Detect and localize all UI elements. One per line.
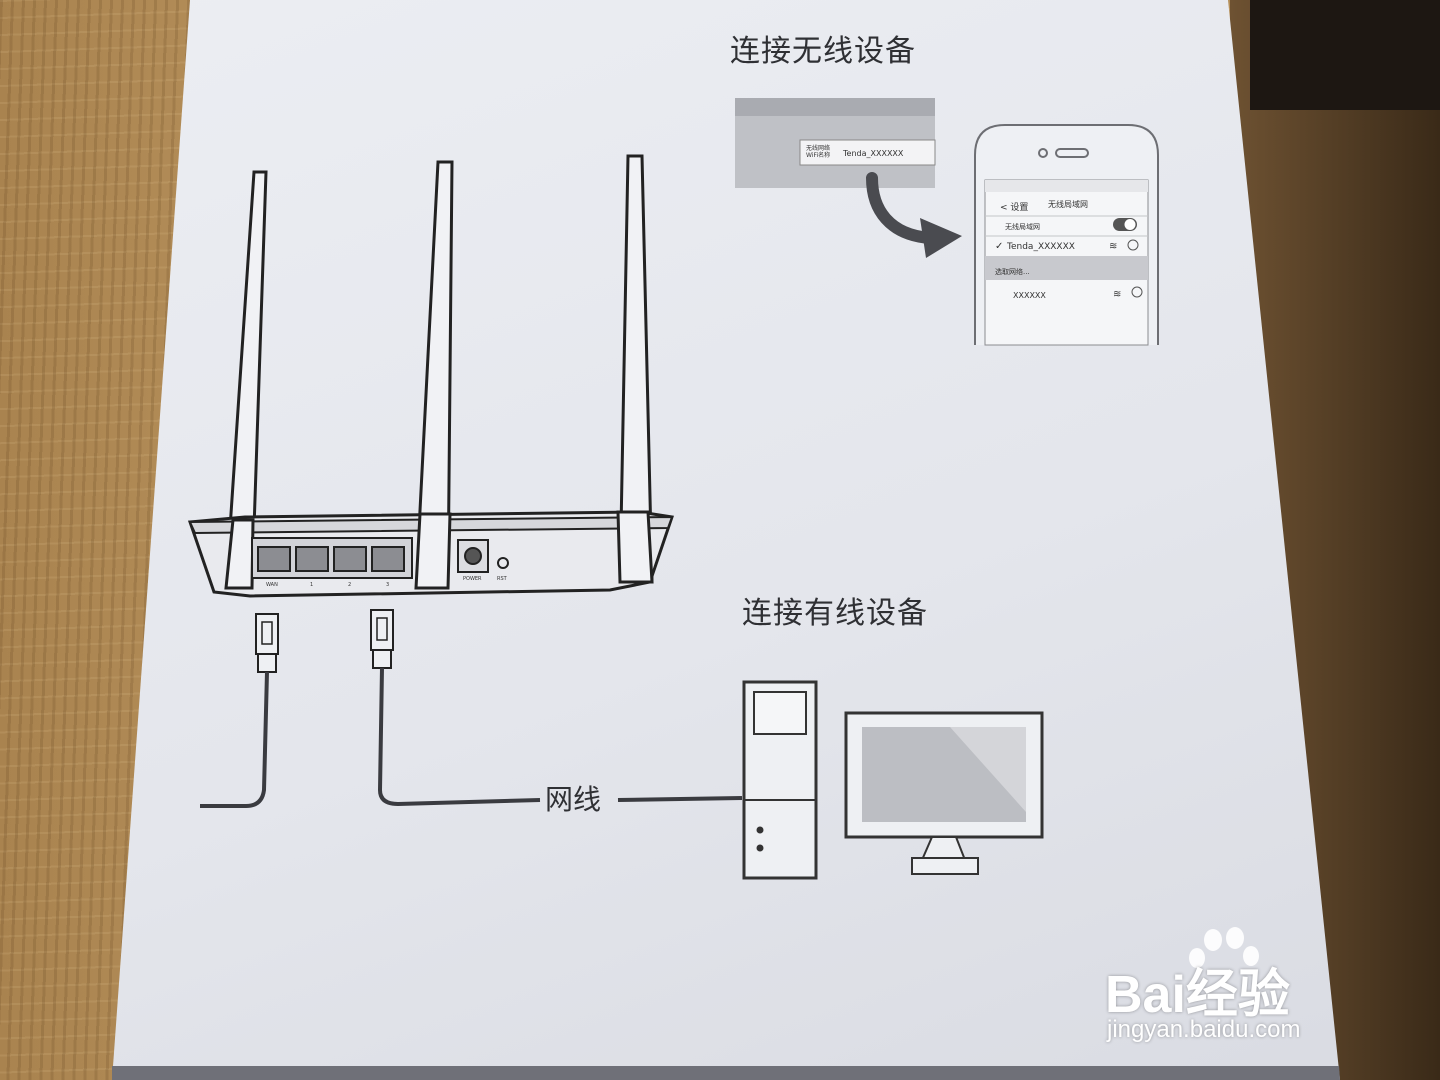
cable-label: 网线 (545, 783, 602, 816)
cable-to-pc (617, 796, 743, 802)
phone-nav-back: < 设置 (1000, 202, 1028, 213)
power-port-icon (457, 539, 489, 573)
watermark-brand: Bai经验 (1105, 966, 1290, 1024)
phone-connected-network: Tenda_XXXXXX (1006, 242, 1075, 252)
sticker-ssid: Tenda_XXXXXX (842, 149, 904, 158)
paw-logo-icon (1189, 927, 1259, 968)
port-label-wan: WAN (266, 582, 278, 588)
router: WAN 1 2 3 POWER RST (187, 154, 674, 598)
port-label-reset: RST (497, 576, 508, 582)
phone-speaker (1055, 148, 1089, 158)
heading-connect-wireless: 连接无线设备 (730, 34, 916, 69)
cable-left (200, 671, 269, 808)
ethernet-connector-right (370, 609, 394, 669)
info-icon-2 (1131, 286, 1143, 298)
reset-button-icon (497, 557, 509, 569)
phone-wlan-row: 无线局域网 (1005, 222, 1040, 231)
phone-camera-icon (1038, 148, 1048, 158)
smartphone: < 设置 无线局域网 无线局域网 ✓ Tenda_XXXXXX ≋ 选取网络..… (974, 124, 1159, 346)
sticker-field-label-2: WiFi名称 (806, 151, 830, 159)
ethernet-connector-left (255, 613, 279, 673)
phone-nav-title: 无线局域网 (1048, 199, 1088, 209)
phone-checkmark-icon: ✓ (995, 241, 1003, 252)
heading-connect-wired: 连接有线设备 (742, 596, 928, 631)
watermark-url: jingyan.baidu.com (1107, 1016, 1301, 1043)
curved-arrow-icon (866, 172, 962, 258)
sticker-field-label: 无线网络 WiFi名称 (806, 144, 832, 159)
dark-object-corner (1250, 0, 1440, 110)
router-label-sticker: 无线网络 WiFi名称 Tenda_XXXXXX (735, 98, 936, 188)
port-label-2: 2 (348, 582, 351, 588)
cable-right (377, 667, 541, 807)
phone-other-network: XXXXXX (1013, 291, 1046, 300)
info-icon (1127, 239, 1139, 251)
pc-tower (742, 680, 818, 880)
phone-section-header-bg (985, 256, 1148, 280)
monitor (844, 711, 1044, 875)
wifi-signal-icon: ≋ (1109, 241, 1117, 252)
port-label-power: POWER (463, 576, 482, 582)
ethernet-port-icon (257, 546, 405, 572)
port-label-1: 1 (310, 582, 313, 588)
sticker-field-label-1: 无线网络 (806, 144, 830, 152)
wifi-signal-icon-2: ≋ (1113, 289, 1121, 300)
baidu-jingyan-watermark: Bai经验 jingyan.baidu.com (1105, 927, 1385, 1060)
phone-section-header: 选取网络... (995, 267, 1030, 276)
port-label-3: 3 (386, 582, 389, 588)
